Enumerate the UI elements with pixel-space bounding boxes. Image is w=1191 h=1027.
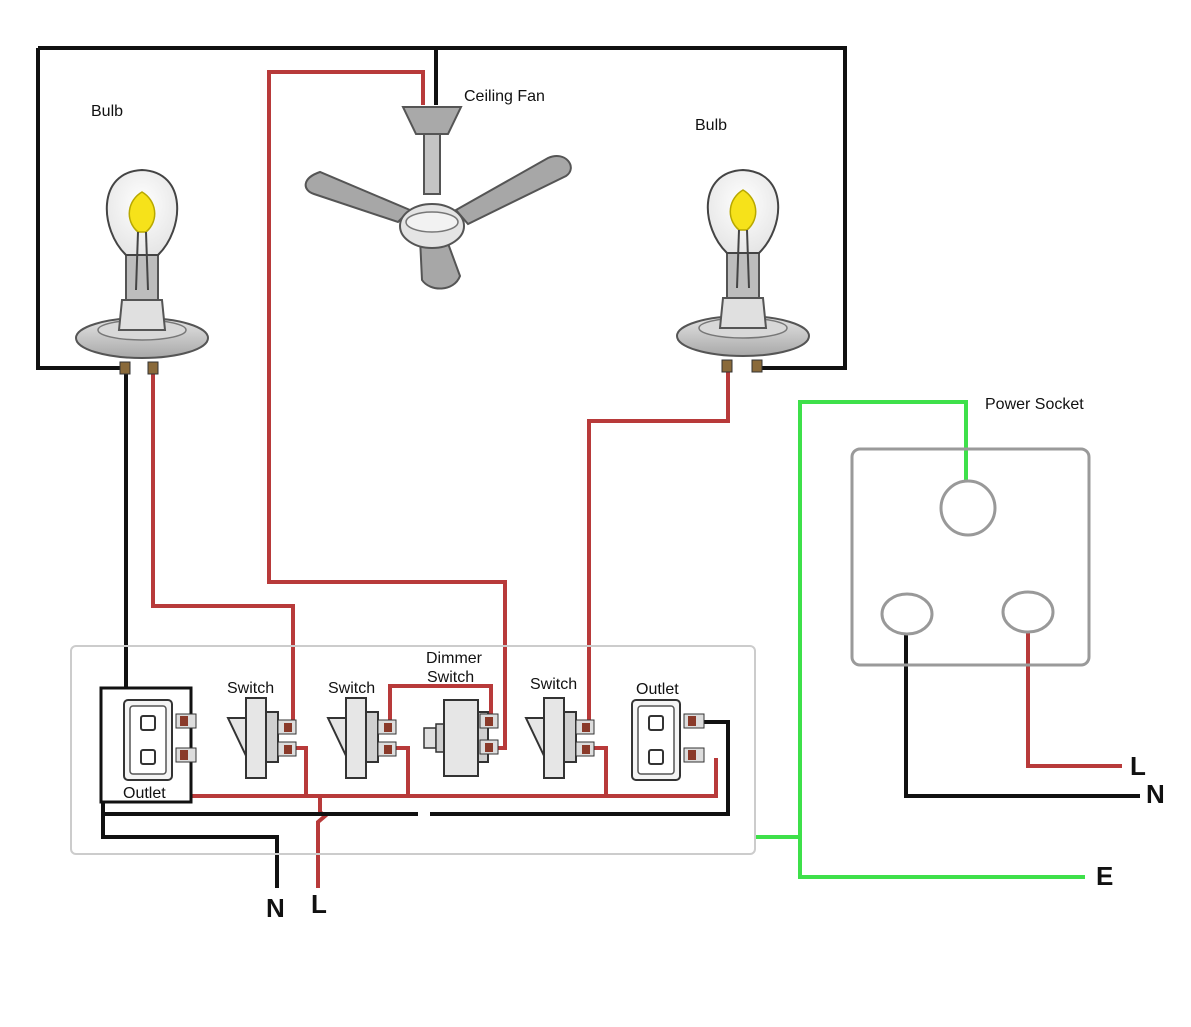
bulb-right-label: Bulb <box>695 117 727 134</box>
switch-2-label: Switch <box>328 680 375 697</box>
dimmer-bridge-wire <box>388 684 493 728</box>
left-bulb-live-wire <box>151 368 295 728</box>
live-pin <box>1001 590 1055 634</box>
neutral-pin <box>880 592 934 636</box>
ceiling-neutral-loop <box>36 46 847 370</box>
power-socket <box>850 447 1091 667</box>
dimmer-label-line2: Switch <box>427 669 474 686</box>
dimmer-label-line1: Dimmer <box>426 650 483 667</box>
live-wires <box>151 70 1122 888</box>
outlet-right-label: Outlet <box>636 681 679 698</box>
switch-2 <box>326 697 397 779</box>
socket-neutral-label: N <box>1146 779 1165 809</box>
outlet-left-label: Outlet <box>123 785 166 802</box>
left-bulb <box>75 168 209 375</box>
socket-live-label: L <box>1130 751 1146 781</box>
supply-live-label: L <box>311 889 327 919</box>
switch-board <box>70 645 756 855</box>
earth-wires <box>755 400 1085 879</box>
right-bulb <box>676 168 810 373</box>
switch-4-label: Switch <box>530 676 577 693</box>
dimmer-switch <box>423 699 499 777</box>
ceiling-fan-label: Ceiling Fan <box>464 88 545 105</box>
left-outlet <box>99 686 197 804</box>
supply-neutral-label: N <box>266 893 285 923</box>
right-bulb-live-wire <box>587 368 730 728</box>
earth-label: E <box>1096 861 1113 891</box>
power-socket-label: Power Socket <box>985 396 1084 413</box>
earth-pin <box>939 479 997 537</box>
ceiling-fan <box>304 106 572 290</box>
switch-1-label: Switch <box>227 680 274 697</box>
neutral-wires <box>101 368 1140 888</box>
supply-live-wire <box>316 796 329 888</box>
socket-neutral-wire <box>904 625 1140 798</box>
right-outlet <box>631 699 705 781</box>
socket-live-wire <box>1026 625 1122 768</box>
bulb-left-label: Bulb <box>91 103 123 120</box>
switch-4 <box>524 697 595 779</box>
switch-1 <box>226 697 297 779</box>
fan-live-wire <box>267 70 507 750</box>
